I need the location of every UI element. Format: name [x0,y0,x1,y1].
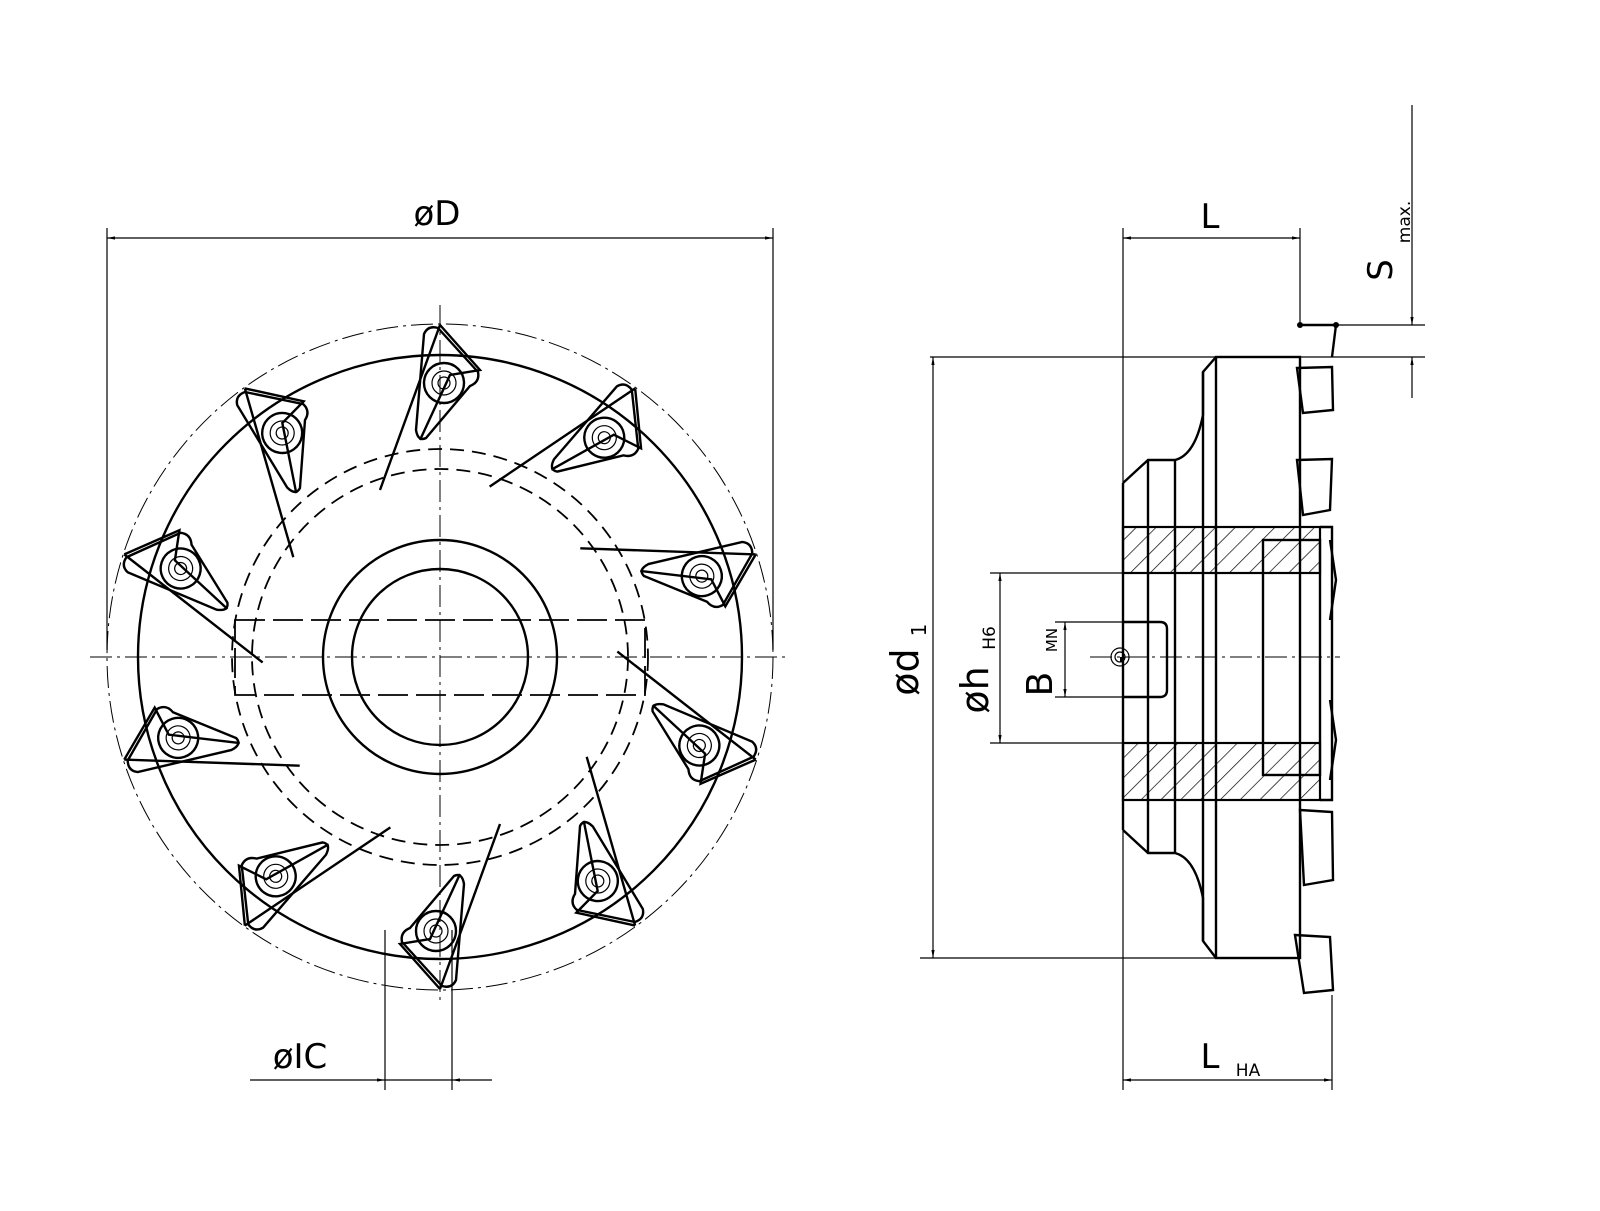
label-b: B [1020,672,1061,697]
insert [616,650,758,786]
label-s: S [1361,259,1401,281]
label-h: øh [953,666,997,713]
label-l: L [1201,197,1220,237]
label-ic: øIC [273,1037,328,1077]
insert [488,383,643,488]
torx-screw-icon [591,874,605,888]
dimension-d1: ød 1 [883,357,1216,959]
dimension-outer-diameter: øD [106,194,774,650]
insert [580,540,757,609]
torx-screw-icon [269,869,283,883]
keyway [1123,620,1169,699]
insert [237,826,392,931]
insert [571,756,645,927]
label-d1: ød [883,648,927,695]
side-inserts [1293,365,1338,995]
torx-screw-icon [597,431,611,445]
dimension-keyway: B MN [1020,621,1123,698]
torx-screw-icon [171,731,185,745]
label-b-sub: MN [1043,628,1061,652]
torx-screw-icon [429,924,443,938]
section-bottom [1121,741,1322,802]
insert [378,324,483,491]
insert [123,705,300,774]
label-s-sub: max. [1395,201,1415,243]
torx-screw-icon [437,376,451,390]
label-od: øD [414,194,461,234]
torx-screw-icon [695,569,709,583]
insert [235,387,309,558]
label-lha: L [1201,1037,1220,1077]
dimension-length-ha: L HA [1123,995,1333,1090]
label-lha-sub: HA [1236,1061,1261,1081]
insert [397,823,502,990]
torx-screw-icon [275,426,289,440]
torx-screw-icon [692,738,706,753]
label-d1-sub: 1 [907,624,931,637]
torx-screw-icon [174,561,188,576]
front-view [90,305,790,1005]
section-top [1121,525,1322,575]
dimension-bore: øh H6 [953,572,1123,744]
dimension-insert-ic: øIC [250,930,492,1090]
dimension-length: L [1122,197,1301,1090]
label-h-sub: H6 [980,626,1000,650]
insert [122,528,264,664]
side-view [1090,322,1340,995]
insert-group [122,324,758,990]
dimension-s-max: S max. [930,105,1425,398]
